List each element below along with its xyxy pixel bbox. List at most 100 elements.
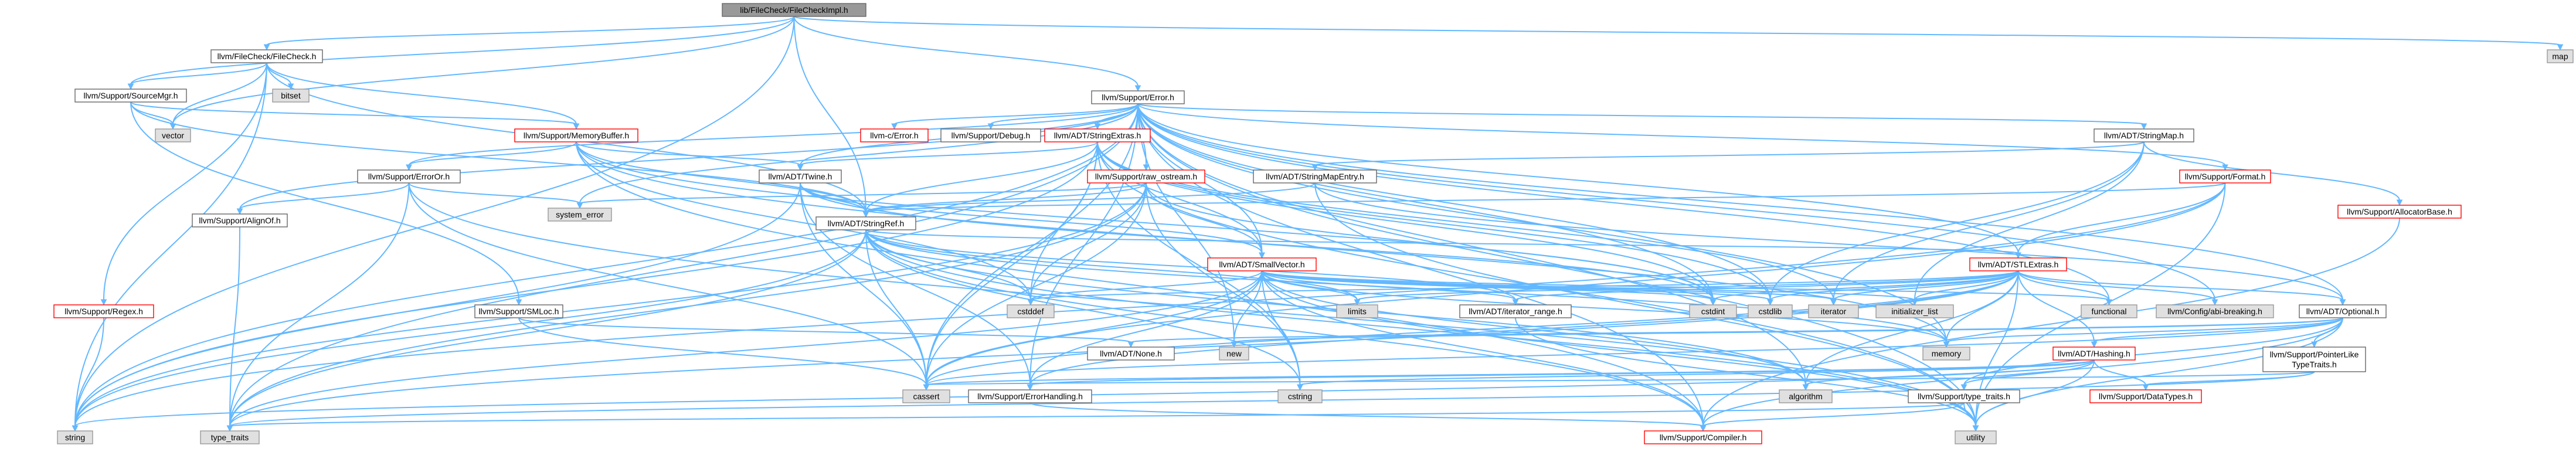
edge-ptrlike-to-cassert [926, 371, 2315, 386]
node-llvm-adt-stlextras-h[interactable]: llvm/ADT/STLExtras.h [1969, 257, 2067, 271]
node-iterator: iterator [1808, 304, 1859, 318]
node-llvm-support-error-h[interactable]: llvm/Support/Error.h [1091, 90, 1185, 104]
node-functional: functional [2081, 304, 2137, 318]
node-box [2299, 304, 2387, 318]
edge-smentry-to-optional [1314, 182, 2343, 301]
node-llvm-filecheck-filecheck-h[interactable]: llvm/FileCheck/FileCheck.h [210, 49, 323, 63]
edge-arrowhead-optional-to-memory [1943, 341, 1950, 348]
edge-twine-to-string [74, 182, 801, 427]
edge-twine-to-cstdint [800, 182, 1714, 301]
edge-error-to-erroror [408, 103, 1139, 166]
edge-stlextras-to-cfgbreak [2017, 270, 2215, 301]
edge-rawostream-to-cstring [1146, 182, 1301, 386]
node-llvm-support-format-h[interactable]: llvm/Support/Format.h [2179, 169, 2271, 184]
edge-stlextras-to-hashing [2017, 270, 2095, 343]
node-llvm-adt-stringref-h[interactable]: llvm/ADT/StringRef.h [815, 216, 916, 230]
edge-stringref-to-stlextras [865, 229, 2019, 254]
node-box [1808, 304, 1859, 318]
edge-arrowhead-stlextras-to-iterrange [1512, 299, 1519, 306]
edge-stlextras-to-memory [1946, 270, 2019, 343]
node-llvm-adt-none-h[interactable]: llvm/ADT/None.h [1087, 346, 1175, 361]
node-label: llvm/Support/ErrorHandling.h [977, 392, 1083, 401]
node-cstdint: cstdint [1689, 304, 1737, 318]
edge-typetraitsllvm-to-utility [1963, 402, 1976, 427]
edge-root-to-fc [266, 16, 795, 46]
edge-arrowhead-membuf-to-erroror [406, 164, 412, 171]
node-box [1955, 430, 1997, 444]
node-label: llvm/ADT/Optional.h [2306, 307, 2379, 316]
node-box [940, 128, 1041, 142]
node-box [1336, 304, 1378, 318]
edge-arrowhead-optional-to-hashing [2091, 341, 2098, 348]
node-llvm-adt-stringmap-h[interactable]: llvm/ADT/StringMap.h [2094, 128, 2194, 142]
node-label: cassert [913, 392, 939, 401]
edge-rawostream-to-sysError [579, 182, 1147, 204]
node-box [1091, 90, 1185, 104]
edge-arrowhead-stlextras-to-cstddef [1027, 299, 1034, 306]
node-box [968, 389, 1092, 403]
node-llvm-support-erroror-h[interactable]: llvm/Support/ErrorOr.h [357, 169, 461, 184]
node-llvm-adt-twine-h[interactable]: llvm/ADT/Twine.h [759, 169, 842, 184]
node-label: llvm/Support/AlignOf.h [199, 216, 280, 225]
edge-error-to-debug [990, 103, 1139, 125]
edge-error-to-format [1137, 103, 2226, 166]
node-llvm-adt-iterator-range-h[interactable]: llvm/ADT/iterator_range.h [1459, 304, 1572, 318]
node-llvm-adt-stringmapentry-h[interactable]: llvm/ADT/StringMapEntry.h [1253, 169, 1377, 184]
node-vector: vector [155, 128, 191, 142]
node-box [2081, 304, 2137, 318]
node-llvm-support-raw-ostream-h[interactable]: llvm/Support/raw_ostream.h [1087, 169, 1205, 184]
edge-strextras-to-stringref [865, 141, 1098, 213]
node-box [357, 169, 461, 184]
edge-smallvec-to-cstddef [1030, 270, 1263, 301]
node-llvm-support-datatypes-h[interactable]: llvm/Support/DataTypes.h [2089, 389, 2202, 403]
edge-twine-to-errhandling [800, 182, 1031, 386]
edge-arrowhead-error-to-debug [987, 123, 994, 130]
node-label: llvm/ADT/iterator_range.h [1469, 307, 1562, 316]
node-llvm-adt-stringextras-h[interactable]: llvm/ADT/StringExtras.h [1044, 128, 1151, 142]
edge-erroror-to-sysError [408, 182, 580, 204]
edge-error-to-cfgbreak [1137, 103, 2215, 301]
node-llvm-support-compiler-h[interactable]: llvm/Support/Compiler.h [1644, 430, 1762, 444]
node-box [514, 128, 638, 142]
node-box [1908, 389, 2020, 403]
node-llvm-adt-smallvector-h[interactable]: llvm/ADT/SmallVector.h [1207, 257, 1317, 271]
node-llvm-support-type-traits-h[interactable]: llvm/Support/type_traits.h [1908, 389, 2020, 403]
edge-typetraitsllvm-to-compiler [1702, 402, 1965, 427]
edge-stlextras-to-limits [1357, 270, 2019, 301]
edge-arrowhead-fc-to-regex [100, 299, 107, 306]
edge-error-to-cerror [893, 103, 1139, 125]
node-box [1087, 169, 1205, 184]
edge-arrowhead-typetraitsllvm-to-compiler [1700, 425, 1707, 432]
node-label: cstdlib [1759, 307, 1782, 316]
edge-root-to-string [74, 16, 795, 427]
node-llvm-support-regex-h[interactable]: llvm/Support/Regex.h [53, 304, 154, 318]
node-llvm-support-smloc-h[interactable]: llvm/Support/SMLoc.h [474, 304, 563, 318]
node-llvm-c-error-h[interactable]: llvm-c/Error.h [860, 128, 929, 142]
node-llvm-support-sourcemgr-h[interactable]: llvm/Support/SourceMgr.h [74, 89, 187, 103]
node-label: cstring [1288, 392, 1312, 401]
node-llvm-support-allocatorbase-h[interactable]: llvm/Support/AllocatorBase.h [2337, 205, 2462, 219]
node-llvm-support-errorhandling-h[interactable]: llvm/Support/ErrorHandling.h [968, 389, 1092, 403]
node-box [1253, 169, 1377, 184]
node-box [860, 128, 929, 142]
edge-arrowhead-stlextras-to-cstdint [1710, 299, 1717, 306]
node-llvm-adt-hashing-h[interactable]: llvm/ADT/Hashing.h [2052, 346, 2136, 361]
edge-stringmap-to-cstdlib [1769, 141, 2145, 301]
node-llvm-support-alignof-h[interactable]: llvm/Support/AlignOf.h [192, 213, 288, 227]
node-box [1779, 389, 1833, 403]
node-lib-filecheck-filecheckimpl-h[interactable]: lib/FileCheck/FileCheckImpl.h [722, 3, 866, 17]
node-box [1277, 389, 1323, 403]
edge-root-to-vector [172, 16, 795, 125]
node-box [1007, 304, 1055, 318]
edge-arrowhead-hashing-to-algorithm [1802, 384, 1809, 391]
node-llvm-adt-optional-h[interactable]: llvm/ADT/Optional.h [2299, 304, 2387, 318]
node-box [722, 3, 866, 17]
edge-stlextras-to-functional [2017, 270, 2110, 301]
edge-arrowhead-typetraitsllvm-to-typetraits [226, 425, 233, 432]
edge-arrowhead-srcmgr-to-membuf [573, 123, 580, 130]
node-label: llvm/Support/Regex.h [64, 307, 143, 316]
edge-format-to-string [74, 182, 2226, 427]
node-llvm-support-memorybuffer-h[interactable]: llvm/Support/MemoryBuffer.h [514, 128, 638, 142]
node-llvm-support-debug-h[interactable]: llvm/Support/Debug.h [940, 128, 1041, 142]
